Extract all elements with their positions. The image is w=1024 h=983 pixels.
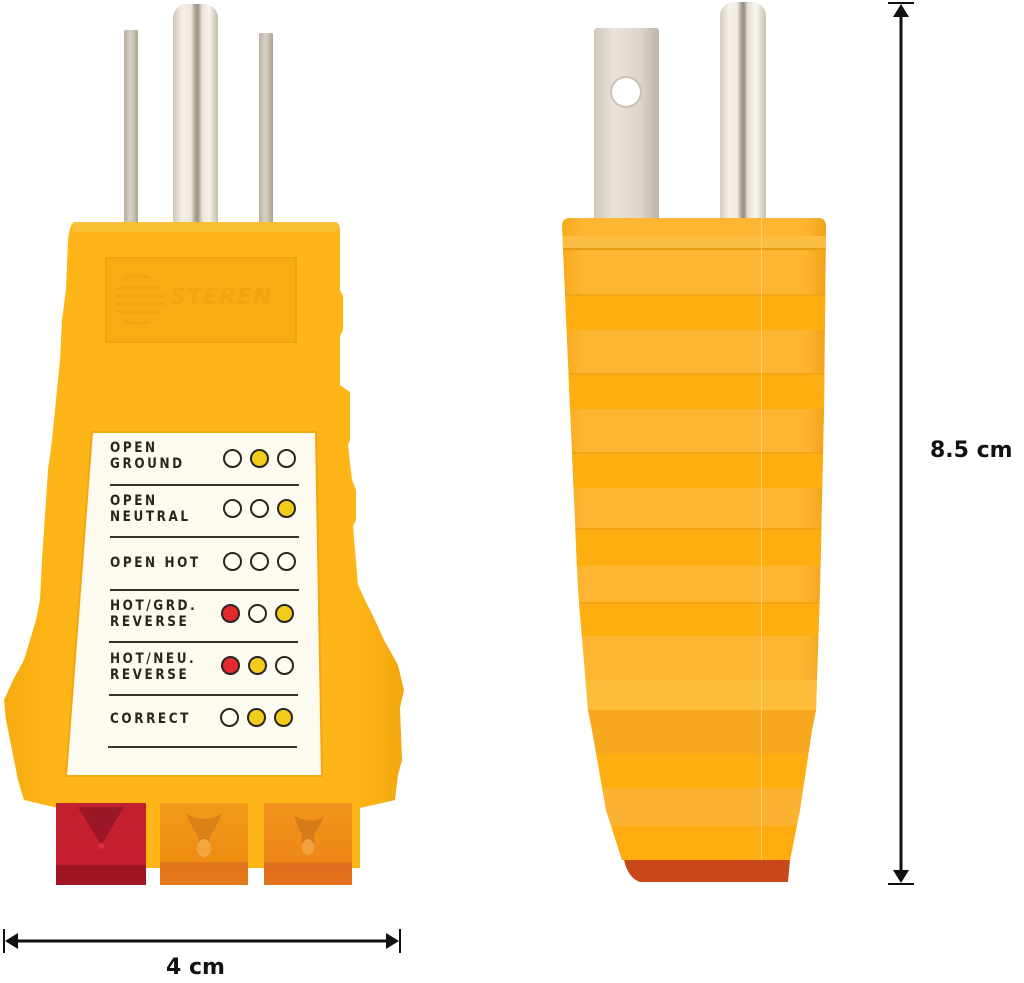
lamp-off-icon xyxy=(275,656,294,675)
lamp-yellow-icon xyxy=(247,708,266,727)
side-tip xyxy=(624,860,790,882)
lamp-off-icon xyxy=(223,449,242,468)
height-dimension-label: 8.5 cm xyxy=(930,438,1013,463)
lamp-off-icon xyxy=(250,499,269,518)
brand-logo: STEREN xyxy=(170,285,273,310)
lamp-yellow-icon xyxy=(277,499,296,518)
front-view-tester: STEREN OPEN GROUND OPEN NEUTRAL OPEN HOT xyxy=(0,0,420,900)
legend-divider xyxy=(110,589,299,591)
legend-divider xyxy=(110,484,299,486)
width-dimension-label: 4 cm xyxy=(166,955,225,980)
led-bulb-icon xyxy=(294,815,324,855)
legend-divider xyxy=(109,641,298,643)
lamp-yellow-icon xyxy=(250,449,269,468)
lamp-yellow-icon xyxy=(274,708,293,727)
lamp-off-icon xyxy=(223,552,242,571)
amber-indicator-light-right xyxy=(264,803,352,885)
width-dimension-line xyxy=(3,929,401,953)
lamp-off-icon xyxy=(250,552,269,571)
lamp-off-icon xyxy=(220,708,239,727)
legend-row-open-neutral: OPEN NEUTRAL xyxy=(110,493,191,525)
blade-hole xyxy=(610,76,642,108)
led-bulb-icon xyxy=(186,813,222,857)
lamp-yellow-icon xyxy=(248,656,267,675)
height-dimension-line xyxy=(888,2,914,885)
lamp-yellow-icon xyxy=(275,604,294,623)
lamp-off-icon xyxy=(277,449,296,468)
legend-divider xyxy=(109,694,298,696)
lamp-off-icon xyxy=(223,499,242,518)
legend-label-line: OPEN xyxy=(110,440,158,456)
red-indicator-light xyxy=(56,803,146,885)
legend-label-line: CORRECT xyxy=(110,711,191,727)
side-blade-prong xyxy=(594,28,659,220)
hot-blade-prong xyxy=(124,30,138,225)
legend-label-line: NEUTRAL xyxy=(110,509,191,525)
side-ground-pin xyxy=(720,2,766,218)
side-body xyxy=(562,218,826,882)
legend-label-line: HOT/GRD. xyxy=(110,598,198,614)
legend-divider xyxy=(108,746,297,748)
lamp-off-icon xyxy=(248,604,267,623)
legend-label-line: OPEN HOT xyxy=(110,555,201,571)
lamp-red-icon xyxy=(221,656,240,675)
legend-row-hot-neu-reverse: HOT/NEU. REVERSE xyxy=(110,651,196,683)
lamp-off-icon xyxy=(277,552,296,571)
neutral-blade-prong xyxy=(259,33,273,225)
ground-pin-prong xyxy=(173,4,218,226)
led-reflector-icon xyxy=(78,807,124,849)
lamp-red-icon xyxy=(221,604,240,623)
legend-label-line: REVERSE xyxy=(110,667,190,683)
legend-row-hot-grd-reverse: HOT/GRD. REVERSE xyxy=(110,598,197,630)
legend-divider xyxy=(110,536,299,538)
legend-row-correct: CORRECT xyxy=(110,711,191,727)
legend-label-line: REVERSE xyxy=(110,614,190,630)
tester-body xyxy=(4,222,404,868)
legend-row-open-ground: OPEN GROUND xyxy=(110,440,185,472)
amber-indicator-light-center xyxy=(160,803,248,885)
legend-row-open-hot: OPEN HOT xyxy=(110,555,201,571)
legend-label-line: GROUND xyxy=(110,456,185,472)
legend-label-line: OPEN xyxy=(110,493,158,509)
legend-label-line: HOT/NEU. xyxy=(110,651,197,667)
